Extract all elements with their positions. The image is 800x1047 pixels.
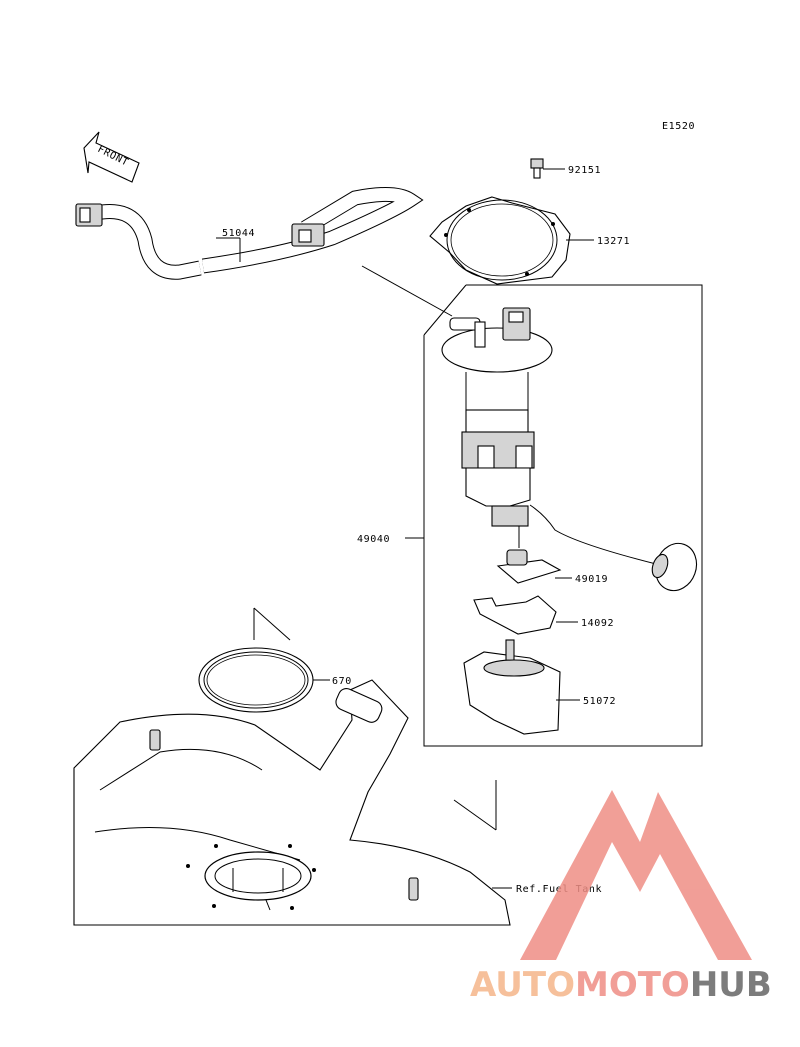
watermark-part-moto: MOTO — [575, 965, 690, 1005]
front-arrow-icon: FRONT — [83, 131, 140, 183]
diagram-code: E1520 — [662, 121, 695, 132]
callout-670: 670 — [332, 676, 352, 687]
bracket-14092: 14092 — [473, 595, 614, 635]
callout-49019: 49019 — [575, 574, 608, 585]
watermark-part-hub: HUB — [690, 965, 772, 1005]
bolt-92151: 92151 — [530, 158, 601, 179]
automotohub-watermark: AUTOMOTOHUB — [470, 790, 772, 1005]
watermark-logo-text: AUTOMOTOHUB — [470, 965, 772, 1005]
fuel-pump-unit — [441, 307, 698, 592]
cup-51072: 51072 — [463, 639, 616, 735]
gasket-670: 670 — [198, 647, 352, 713]
fuel-hose-51044: 51044 — [75, 187, 424, 280]
watermark-part-auto: AUTO — [470, 965, 575, 1005]
filter-49019: 49019 — [496, 549, 608, 585]
callout-13271: 13271 — [597, 236, 630, 247]
callout-49040: 49040 — [357, 534, 390, 545]
pump-plate-13271: 13271 — [429, 196, 630, 285]
guide-line-right-diag — [453, 799, 497, 831]
hose-leader-line — [361, 265, 453, 317]
pump-assembly-box: 49040 — [357, 284, 703, 747]
callout-92151: 92151 — [568, 165, 601, 176]
callout-51072: 51072 — [583, 696, 616, 707]
guide-line-diag — [253, 607, 291, 641]
watermark-logo-icon — [520, 790, 752, 960]
callout-51044: 51044 — [222, 228, 255, 239]
callout-14092: 14092 — [581, 618, 614, 629]
